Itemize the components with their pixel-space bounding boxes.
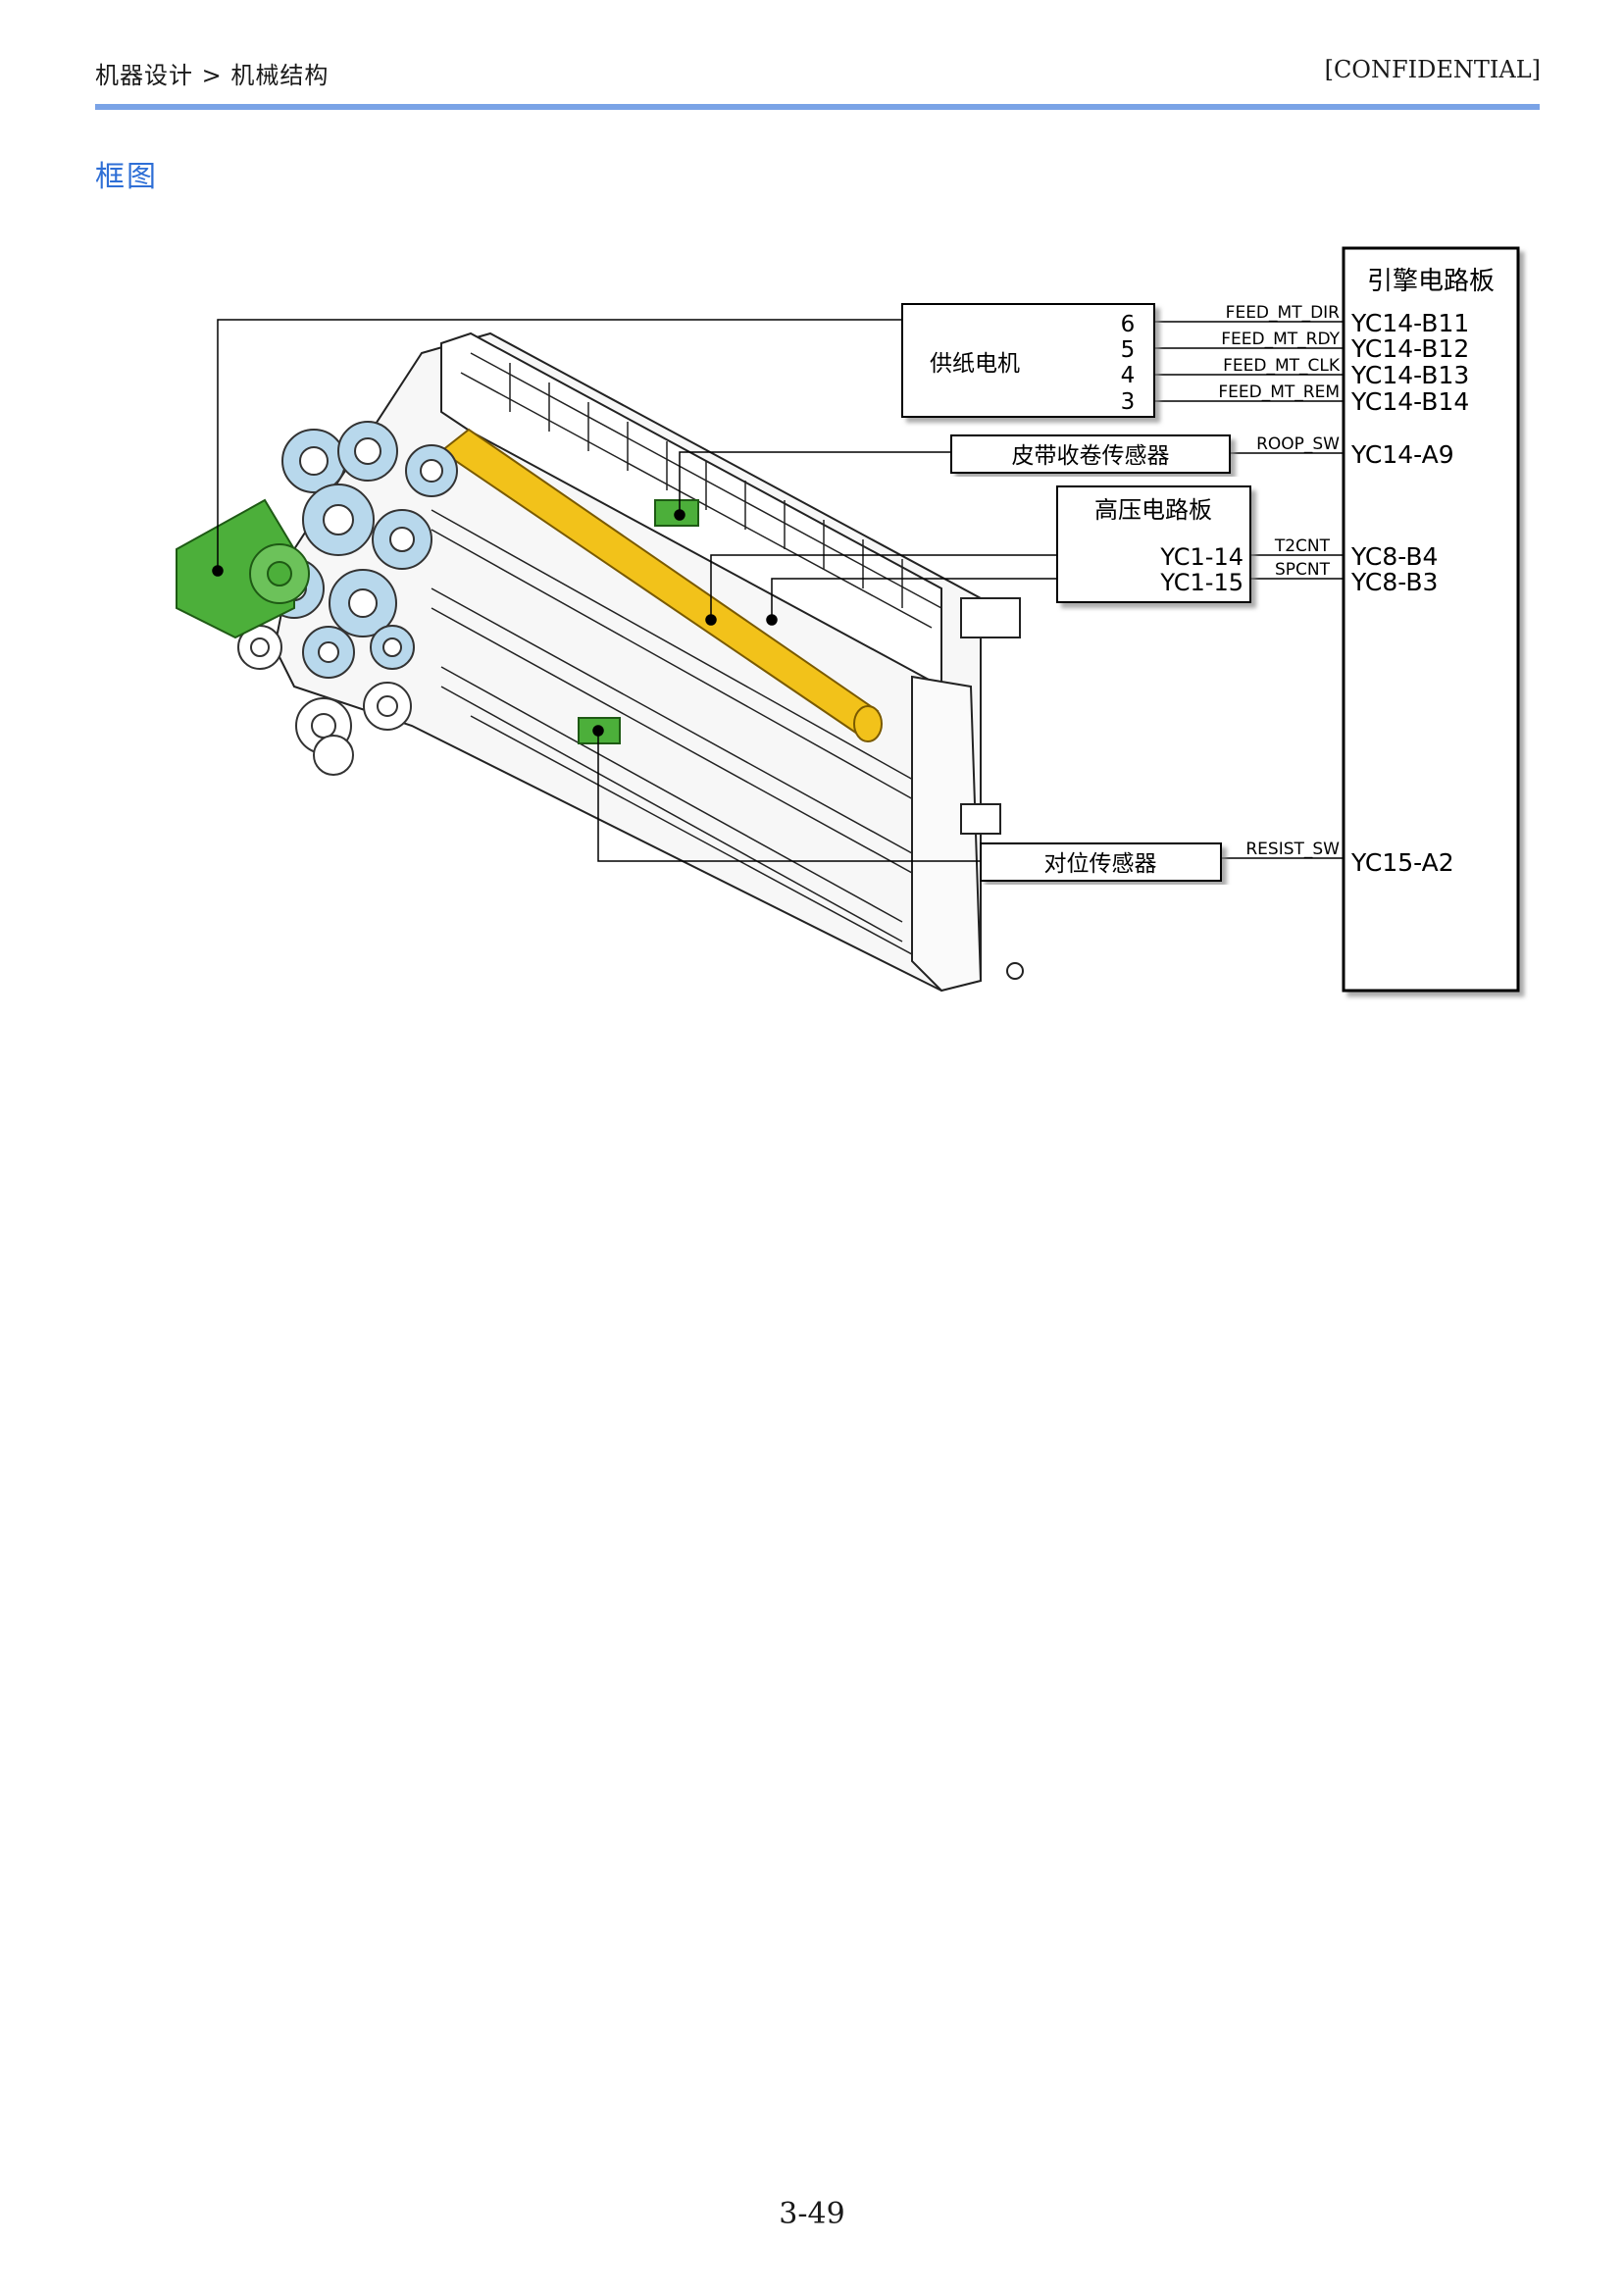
svg-text:引擎电路板: 引擎电路板 [1367,267,1495,296]
signal-label: FEED_MT_DIR [1226,303,1341,323]
connector-names: YC14-B11 YC14-B12 YC14-B13 YC14-B14 YC14… [1350,309,1469,877]
svg-text:皮带收卷传感器: 皮带收卷传感器 [1012,443,1170,469]
connector-label: YC14-B13 [1350,361,1469,389]
block-diagram: 供纸电机 6 5 4 3 皮带收卷传感器 高压电路板 YC1-14 YC1-15… [176,246,1520,993]
svg-text:高压电路板: 高压电路板 [1094,496,1212,524]
feed-motor-pin: 6 [1121,312,1136,337]
signal-label: ROOP_SW [1256,434,1340,454]
hv-pin: YC1-14 [1159,543,1243,571]
registration-sensor-box: 对位传感器 [980,842,1222,882]
breadcrumb: 机器设计 > 机械结构 [95,62,330,89]
connector-label: YC8-B4 [1350,542,1438,571]
hv-pin: YC1-15 [1159,569,1243,596]
signal-label: FEED_MT_REM [1218,382,1340,402]
connector-label: YC8-B3 [1350,568,1438,596]
hv-board-box: 高压电路板 YC1-14 YC1-15 [1056,485,1251,603]
connector-label: YC14-A9 [1350,440,1454,469]
feed-motor-box: 供纸电机 6 5 4 3 [901,303,1155,418]
signal-label: T2CNT [1274,536,1331,556]
signal-label: SPCNT [1275,560,1331,580]
belt-sensor-box: 皮带收卷传感器 [950,434,1231,474]
header-rule [95,104,1540,110]
connector-label: YC14-B12 [1350,334,1469,363]
connector-label: YC14-B14 [1350,387,1469,416]
signal-label: FEED_MT_CLK [1223,356,1341,376]
page-number: 3-49 [779,2197,845,2231]
signal-names: FEED_MT_DIR FEED_MT_RDY FEED_MT_CLK FEED… [1218,303,1340,859]
feed-motor-illustration [176,498,310,639]
feed-motor-pin: 3 [1121,389,1136,415]
confidential-label: [CONFIDENTIAL] [1324,56,1541,83]
feed-motor-pin: 4 [1121,363,1136,388]
svg-text:供纸电机: 供纸电机 [930,351,1020,377]
section-title: 框图 [95,160,158,194]
connector-label: YC15-A2 [1350,848,1454,877]
leader-lines [212,319,1344,862]
svg-text:对位传感器: 对位传感器 [1044,851,1157,877]
connector-label: YC14-B11 [1350,309,1469,337]
signal-label: FEED_MT_RDY [1221,330,1340,349]
engine-board-box: 引擎电路板 [1342,246,1520,993]
feed-motor-pin: 5 [1121,337,1136,363]
signal-label: RESIST_SW [1245,840,1340,859]
